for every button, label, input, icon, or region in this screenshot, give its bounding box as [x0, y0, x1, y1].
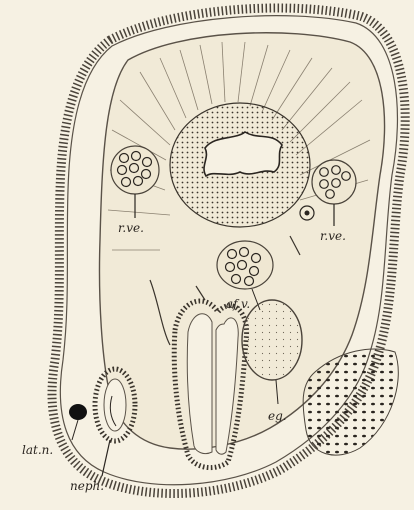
label-rve-right: r.ve.: [320, 229, 346, 243]
label-afv: af.v.: [226, 297, 250, 311]
label-latn: lat.n.: [22, 443, 53, 457]
label-neph: neph.: [70, 479, 104, 493]
label-rve-left: r.ve.: [118, 221, 144, 235]
label-eg: eg.: [268, 409, 287, 423]
lateral-nerve: [69, 404, 87, 420]
egg: [242, 300, 302, 380]
